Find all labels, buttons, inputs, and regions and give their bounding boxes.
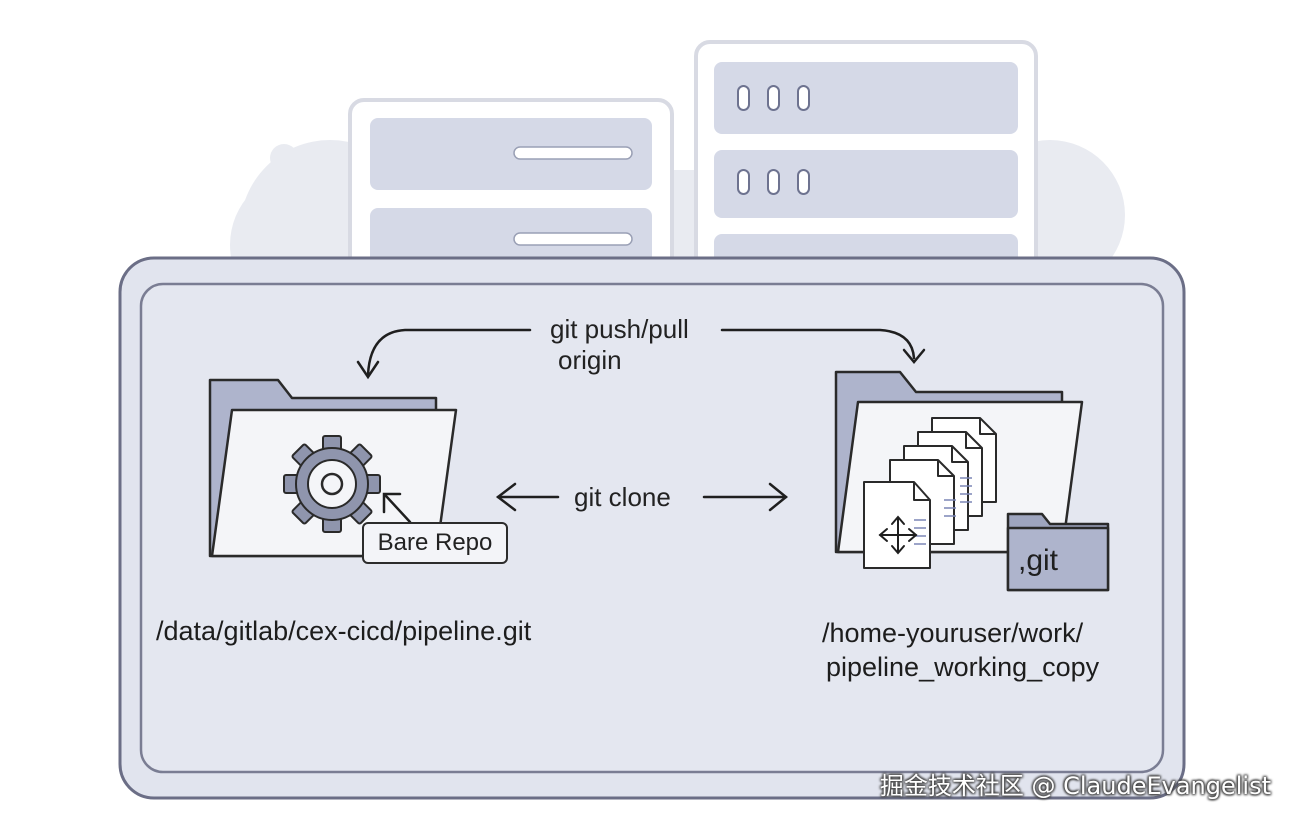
server-right-icon xyxy=(694,40,1038,284)
server-left-icon xyxy=(348,98,674,282)
git-folder-label: ,git xyxy=(1018,544,1059,577)
move-icon xyxy=(878,515,918,555)
watermark: 掘金技术社区 @ ClaudeEvangelist xyxy=(879,772,1271,800)
push-pull-label: git push/pull xyxy=(550,314,689,344)
bare-repo-tag: Bare Repo xyxy=(362,522,508,564)
pointer-arrow-icon xyxy=(382,492,412,524)
git-folder-icon xyxy=(1006,512,1110,592)
origin-label: origin xyxy=(558,345,622,375)
working-copy-path-line2: pipeline_working_copy xyxy=(826,652,1100,682)
bare-repo-tag-text: Bare Repo xyxy=(377,529,493,556)
gear-icon xyxy=(283,435,381,533)
clone-arrow xyxy=(495,482,788,512)
clone-label: git clone xyxy=(574,482,671,512)
bare-repo-path: /data/gitlab/cex-cicd/pipeline.git xyxy=(156,616,532,646)
push-pull-arrow xyxy=(356,328,926,380)
working-copy-path-line1: /home-youruser/work/ xyxy=(822,618,1084,648)
